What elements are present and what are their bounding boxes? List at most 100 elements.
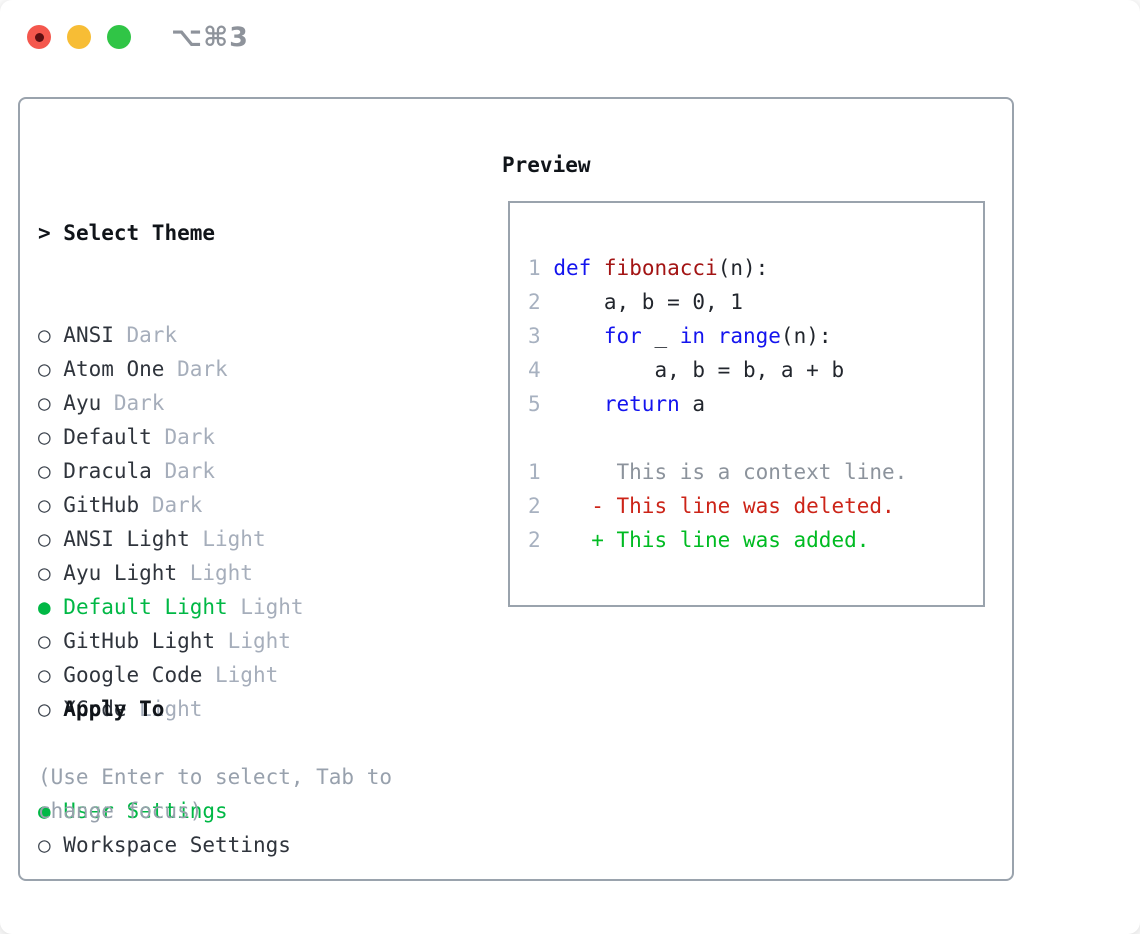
theme-option[interactable]: ○ Atom One Dark	[38, 352, 304, 386]
theme-name: Dracula	[50, 459, 152, 483]
theme-variant-tag: Light	[189, 527, 266, 551]
close-button[interactable]	[27, 25, 51, 49]
code-token: a	[679, 392, 706, 416]
radio-icon: ○	[38, 323, 51, 347]
preview-line	[528, 421, 983, 455]
code-token	[541, 256, 554, 280]
theme-name: ANSI Light	[50, 527, 190, 551]
line-number: 2	[528, 494, 541, 518]
code-token	[541, 528, 592, 552]
theme-option[interactable]: ○ Dracula Dark	[38, 454, 304, 488]
code-token: a, b = 0, 1	[540, 290, 743, 314]
theme-name: Default	[50, 425, 152, 449]
minimize-button[interactable]	[67, 25, 91, 49]
line-number: 1	[528, 256, 541, 280]
apply-to-option[interactable]: ○ Workspace Settings	[38, 828, 291, 862]
code-token: a, b = b, a + b	[540, 358, 845, 382]
preview-line: 2 - This line was deleted.	[528, 489, 983, 523]
theme-name: Google Code	[50, 663, 203, 687]
theme-name: Ayu	[50, 391, 102, 415]
theme-option[interactable]: ○ ANSI Light Light	[38, 522, 304, 556]
preview-line: 1 This is a context line.	[528, 455, 983, 489]
radio-icon: ●	[38, 595, 51, 619]
titlebar: ⌥⌘3	[27, 22, 249, 53]
line-number: 1	[528, 460, 541, 484]
code-token: (n):	[717, 256, 769, 280]
theme-variant-tag: Dark	[151, 459, 216, 483]
zoom-button[interactable]	[107, 25, 131, 49]
preview-line: 2 + This line was added.	[528, 523, 983, 557]
code-token: range	[717, 324, 781, 348]
theme-option[interactable]: ○ XCode Light	[38, 692, 304, 726]
theme-list: ○ ANSI Dark○ Atom One Dark○ Ayu Dark○ De…	[38, 318, 304, 726]
apply-to-option[interactable]: ● User Settings	[38, 794, 291, 828]
theme-variant-tag: Dark	[164, 357, 228, 381]
line-number	[528, 426, 541, 450]
theme-variant-tag: Dark	[113, 323, 178, 347]
line-number: 3	[528, 324, 541, 348]
header-pointer-icon: >	[38, 221, 64, 245]
radio-icon: ○	[38, 527, 51, 551]
code-token: fibonacci	[603, 256, 718, 280]
theme-name: Ayu Light	[50, 561, 178, 585]
theme-section: > Select Theme ○ ANSI Dark○ Atom One Dar…	[38, 148, 304, 794]
theme-option[interactable]: ○ Ayu Dark	[38, 386, 304, 420]
line-number: 2	[528, 528, 541, 552]
theme-variant-tag: Light	[227, 595, 304, 619]
theme-name: Atom One	[50, 357, 165, 381]
code-token: + This line was added.	[591, 528, 870, 552]
theme-option[interactable]: ● Default Light Light	[38, 590, 304, 624]
preview-title: Preview	[502, 153, 591, 177]
theme-name: GitHub Light	[50, 629, 216, 653]
line-number: 5	[528, 392, 541, 416]
theme-name: XCode	[50, 697, 127, 721]
code-token: This is a context line.	[540, 460, 908, 484]
theme-option[interactable]: ○ Google Code Light	[38, 658, 304, 692]
radio-icon: ○	[38, 493, 51, 517]
select-theme-title: Select Theme	[63, 221, 216, 245]
theme-name: GitHub	[50, 493, 140, 517]
select-theme-header: > Select Theme	[38, 216, 304, 250]
theme-option[interactable]: ○ Default Dark	[38, 420, 304, 454]
theme-variant-tag: Light	[202, 663, 279, 687]
theme-variant-tag: Light	[126, 697, 203, 721]
preview-line: 1 def fibonacci(n):	[528, 251, 983, 285]
code-token	[541, 392, 604, 416]
preview-line: 5 return a	[528, 387, 983, 421]
preview-line: 2 a, b = 0, 1	[528, 285, 983, 319]
preview-line: 3 for _ in range(n):	[528, 319, 983, 353]
radio-icon: ○	[38, 357, 51, 381]
theme-option[interactable]: ○ Ayu Light Light	[38, 556, 304, 590]
code-token: for	[603, 324, 642, 348]
apply-to-section: Apply To ● User Settings○ Workspace Sett…	[38, 624, 291, 930]
preview-line: 4 a, b = b, a + b	[528, 353, 983, 387]
radio-icon: ○	[38, 629, 51, 653]
code-token	[541, 494, 592, 518]
code-token: in	[679, 324, 706, 348]
theme-variant-tag: Dark	[101, 391, 165, 415]
apply-option-name: Workspace Settings	[50, 833, 291, 857]
theme-name: Default Light	[50, 595, 228, 619]
radio-icon: ○	[38, 391, 51, 415]
theme-option[interactable]: ○ GitHub Light Light	[38, 624, 304, 658]
apply-to-header: Apply To	[63, 697, 165, 721]
code-token: (n):	[780, 324, 832, 348]
keyboard-hint: (Use Enter to select, Tab to change focu…	[38, 765, 393, 823]
code-token	[541, 324, 604, 348]
line-number: 4	[528, 358, 541, 382]
theme-variant-tag: Light	[177, 561, 253, 585]
code-token: _	[641, 324, 680, 348]
theme-option[interactable]: ○ GitHub Dark	[38, 488, 304, 522]
theme-option[interactable]: ○ ANSI Dark	[38, 318, 304, 352]
theme-variant-tag: Light	[215, 629, 291, 653]
code-token: def	[553, 256, 592, 280]
window-shortcut-label: ⌥⌘3	[171, 21, 249, 53]
code-token	[705, 324, 718, 348]
theme-variant-tag: Dark	[139, 493, 203, 517]
code-token: - This line was deleted.	[591, 494, 895, 518]
apply-option-name: User Settings	[50, 799, 228, 823]
theme-picker-panel: > Select Theme ○ ANSI Dark○ Atom One Dar…	[18, 97, 1014, 881]
